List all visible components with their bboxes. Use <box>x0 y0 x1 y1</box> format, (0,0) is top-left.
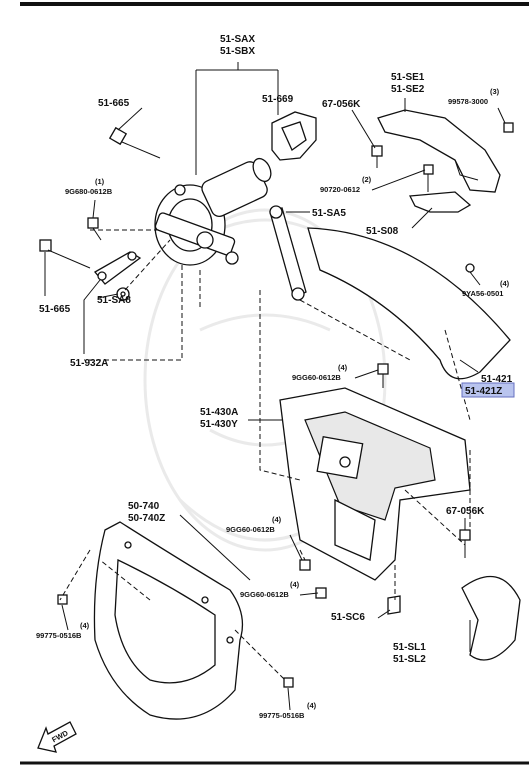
label-qty-1: (1) <box>95 177 105 186</box>
label-qty-4d: (4) <box>290 580 300 589</box>
label-qty-4f: (4) <box>307 701 317 710</box>
label-51-sl2[interactable]: 51-SL2 <box>393 654 426 665</box>
bolt-51-665-top[interactable] <box>108 126 161 159</box>
label-9ya56-0501[interactable]: 9YA56-0501 <box>462 289 503 298</box>
headlight-motor-assembly[interactable] <box>154 156 274 266</box>
label-51-430y[interactable]: 51-430Y <box>200 419 238 430</box>
screw-99775-bottom[interactable] <box>283 677 294 688</box>
label-67-056k-bottom[interactable]: 67-056K <box>446 506 485 517</box>
label-99775-0516b-left[interactable]: 99775-0516B <box>36 631 82 640</box>
seal-51-sl1[interactable] <box>461 575 521 661</box>
label-qty-4a: (4) <box>500 279 510 288</box>
label-9gg60-0612b-a[interactable]: 9GG60-0612B <box>292 373 341 382</box>
watermark-emblem <box>143 208 387 552</box>
label-qty-4b: (4) <box>338 363 348 372</box>
bracket-plate-51-s08[interactable] <box>408 164 472 213</box>
label-67-056k-top[interactable]: 67-056K <box>322 99 361 110</box>
headlight-housing-bracket[interactable] <box>279 387 471 581</box>
label-51-sa5[interactable]: 51-SA5 <box>312 208 346 219</box>
assembly-dashed-lines <box>59 229 471 681</box>
label-51-421[interactable]: 51-421 <box>481 374 513 385</box>
screw-99775-left[interactable] <box>57 594 68 605</box>
bolt-9gg60-b[interactable] <box>299 559 311 571</box>
label-50-740z[interactable]: 50-740Z <box>128 513 165 524</box>
label-51-sax[interactable]: 51-SAX <box>220 34 255 45</box>
bracket-link-51-932a[interactable] <box>94 251 142 285</box>
label-51-sl1[interactable]: 51-SL1 <box>393 642 426 653</box>
label-9g680-0612b[interactable]: 9G680-0612B <box>65 187 113 196</box>
motor-cover-cap[interactable] <box>271 111 317 161</box>
label-51-s08[interactable]: 51-S08 <box>366 226 399 237</box>
label-qty-3: (3) <box>490 87 500 96</box>
label-50-740[interactable]: 50-740 <box>128 501 160 512</box>
label-90720-0612[interactable]: 90720-0612 <box>320 185 360 194</box>
label-51-421z[interactable]: 51-421Z <box>465 386 502 397</box>
label-51-430a[interactable]: 51-430A <box>200 407 238 418</box>
label-99578-3000[interactable]: 99578-3000 <box>448 97 488 106</box>
bracket-51-se1[interactable] <box>377 109 501 193</box>
label-qty-4c: (4) <box>272 515 282 524</box>
headlight-lid-panel[interactable] <box>307 227 511 380</box>
bolt-9gg60-a[interactable] <box>377 363 389 388</box>
bolt-67-056k-top[interactable] <box>371 145 383 168</box>
arm-51-sa5[interactable] <box>269 205 307 301</box>
bolt-51-665-bottom[interactable] <box>39 239 91 269</box>
label-51-sc6[interactable]: 51-SC6 <box>331 612 365 623</box>
label-51-sbx[interactable]: 51-SBX <box>220 46 255 57</box>
label-51-se2[interactable]: 51-SE2 <box>391 84 425 95</box>
headlight-bezel[interactable] <box>93 521 244 720</box>
label-99775-0516b-bottom[interactable]: 99775-0516B <box>259 711 305 720</box>
bolt-9g680[interactable] <box>87 217 102 241</box>
label-9gg60-0612b-c[interactable]: 9GG60-0612B <box>240 590 289 599</box>
label-51-669[interactable]: 51-669 <box>262 94 294 105</box>
label-qty-4e: (4) <box>80 621 90 630</box>
label-51-932a[interactable]: 51-932A <box>70 358 108 369</box>
label-51-665-top[interactable]: 51-665 <box>98 98 130 109</box>
highlight-box-51-421z <box>461 382 515 398</box>
leader-lines <box>44 62 506 711</box>
screw-9ya56[interactable] <box>465 263 475 273</box>
label-51-se1[interactable]: 51-SE1 <box>391 72 425 83</box>
label-51-665-bottom[interactable]: 51-665 <box>39 304 71 315</box>
bolt-99578[interactable] <box>503 122 514 133</box>
label-51-sa8[interactable]: 51-SA8 <box>97 295 131 306</box>
fwd-direction-arrow: FWD <box>37 721 77 753</box>
bolt-67-056k-bottom[interactable] <box>459 529 471 558</box>
clip-51-sc6[interactable] <box>387 595 401 615</box>
label-qty-2: (2) <box>362 175 372 184</box>
label-9gg60-0612b-b[interactable]: 9GG60-0612B <box>226 525 275 534</box>
